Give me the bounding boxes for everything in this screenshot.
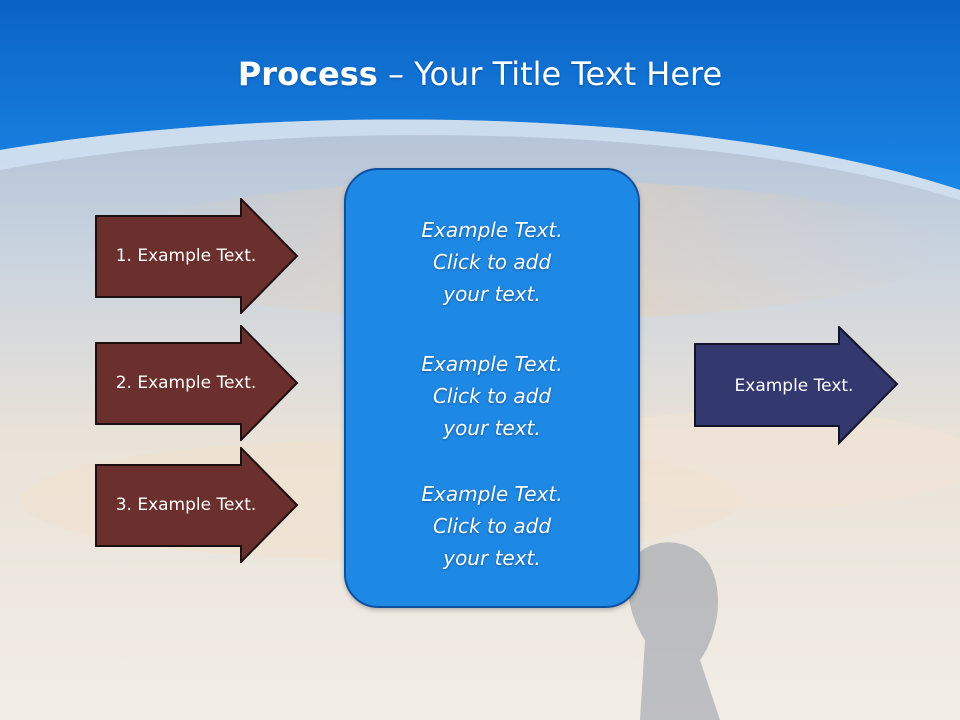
input-label-3: 3. Example Text. (115, 495, 257, 515)
block-line: your text. (443, 546, 541, 570)
center-text-block-3[interactable]: Example Text. Click to add your text. (346, 478, 638, 574)
arrow-right-shape (95, 198, 299, 314)
input-arrow-3[interactable]: 3. Example Text. (95, 447, 300, 563)
center-content-box[interactable]: Example Text. Click to add your text. Ex… (344, 168, 640, 608)
title-rest: – Your Title Text Here (377, 55, 723, 93)
block-line: Click to add (432, 384, 552, 408)
title-bold: Process (237, 55, 378, 93)
block-line: Click to add (432, 250, 552, 274)
input-arrow-1[interactable]: 1. Example Text. (95, 198, 300, 314)
arrow-right-shape (95, 325, 299, 441)
page-title: Process – Your Title Text Here (0, 52, 960, 96)
arrow-right-shape (694, 326, 899, 446)
block-line: Example Text. (421, 218, 563, 242)
output-arrow[interactable]: Example Text. (694, 326, 900, 446)
center-text-block-1[interactable]: Example Text. Click to add your text. (346, 214, 638, 310)
block-line: your text. (443, 416, 541, 440)
output-label: Example Text. (734, 376, 854, 396)
input-arrow-2[interactable]: 2. Example Text. (95, 325, 300, 441)
center-text-block-2[interactable]: Example Text. Click to add your text. (346, 348, 638, 444)
input-label-1: 1. Example Text. (115, 246, 257, 266)
input-label-2: 2. Example Text. (115, 373, 257, 393)
block-line: Example Text. (421, 482, 563, 506)
block-line: your text. (443, 282, 541, 306)
block-line: Example Text. (421, 352, 563, 376)
arrow-right-shape (95, 447, 299, 563)
block-line: Click to add (432, 514, 552, 538)
